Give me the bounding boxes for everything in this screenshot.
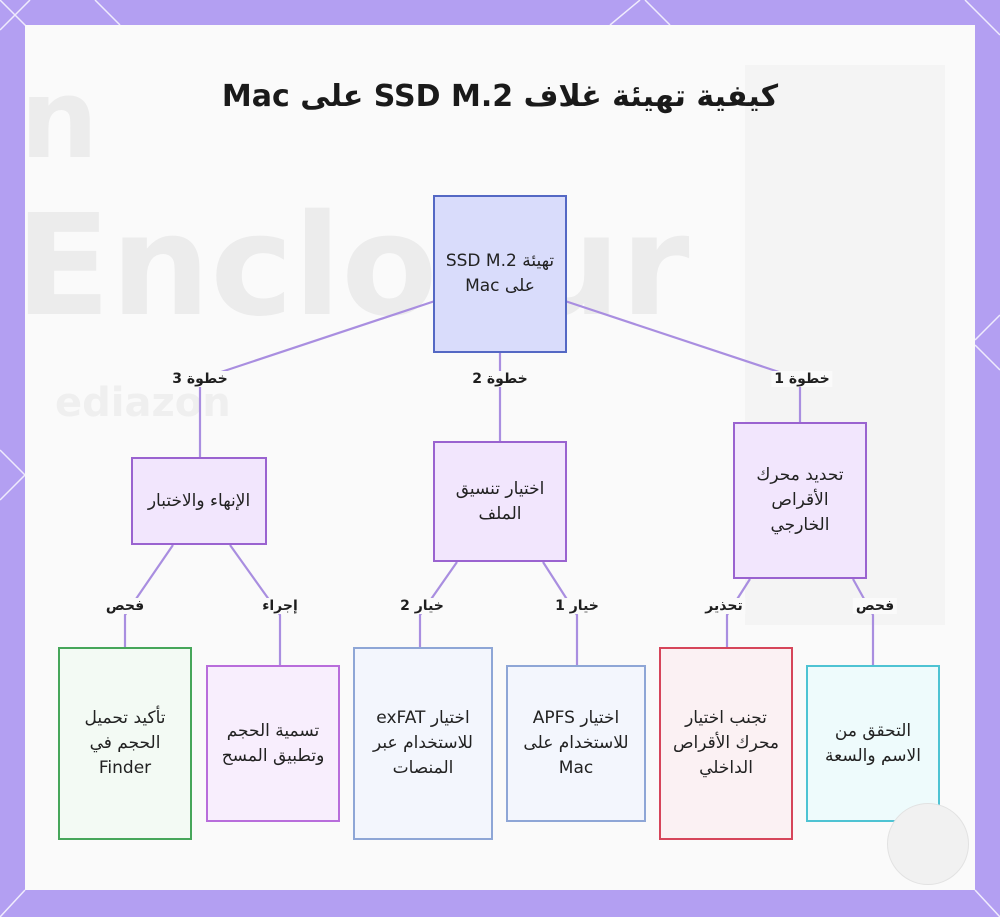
step3-action-label: تسمية الحجم وتطبيق المسح xyxy=(221,720,325,766)
edge-label-step1: خطوة 1 xyxy=(771,371,833,387)
step2-option2-label: اختيار exFAT للاستخدام عبر المنصات xyxy=(373,708,473,778)
edge-root-step1 xyxy=(564,299,802,422)
step3-action-node: تسمية الحجم وتطبيق المسح xyxy=(206,665,340,822)
background-watermark-text: Enclosur xyxy=(25,185,690,348)
step3-node: الإنهاء والاختبار xyxy=(131,457,267,545)
edge-root-step3 xyxy=(198,299,436,457)
step3-check-node: تأكيد تحميل الحجم في Finder xyxy=(58,647,192,840)
step2-option1-label: اختيار APFS للاستخدام على Mac xyxy=(523,708,629,778)
step1-node: تحديد محرك الأقراص الخارجي xyxy=(733,422,867,579)
step1-check-node: التحقق من الاسم والسعة xyxy=(806,665,940,822)
edge-step1-warn xyxy=(725,578,751,647)
edge-label-step1-check: فحص xyxy=(852,598,898,614)
edge-label-step3: خطوة 3 xyxy=(169,371,231,387)
step2-option2-node: اختيار exFAT للاستخدام عبر المنصات xyxy=(353,647,493,840)
edge-step1-check xyxy=(852,578,875,665)
root-node: تهيئة SSD M.2 على Mac xyxy=(433,195,567,353)
step2-option1-node: اختيار APFS للاستخدام على Mac xyxy=(506,665,646,822)
edge-label-option1: خيار 1 xyxy=(552,598,602,614)
edge-label-option2: خيار 2 xyxy=(397,598,447,614)
step2-node-label: اختيار تنسيق الملف xyxy=(455,478,545,524)
background-watermark-text: ediazon xyxy=(55,380,231,426)
edge-step2-opt1 xyxy=(542,561,579,665)
edge-label-step3-action: إجراء xyxy=(259,598,301,614)
edge-step3-act xyxy=(229,544,282,665)
step2-node: اختيار تنسيق الملف xyxy=(433,441,567,562)
step1-warning-node: تجنب اختيار محرك الأقراص الداخلي xyxy=(659,647,793,840)
step3-node-label: الإنهاء والاختبار xyxy=(147,490,251,511)
edge-label-warning: تحذير xyxy=(702,598,746,614)
diagram-card: n Enclosur ediazon كيفية تهيئة غلاف SSD … xyxy=(25,25,975,890)
step3-check-label: تأكيد تحميل الحجم في Finder xyxy=(84,708,166,778)
root-node-label: تهيئة SSD M.2 على Mac xyxy=(445,251,555,296)
diagram-title: كيفية تهيئة غلاف SSD M.2 على Mac xyxy=(221,79,779,114)
step1-node-label: تحديد محرك الأقراص الخارجي xyxy=(756,465,844,535)
brand-watermark-icon xyxy=(887,803,969,885)
edge-step2-opt2 xyxy=(418,561,458,647)
edge-label-step2: خطوة 2 xyxy=(469,371,531,387)
step1-warning-label: تجنب اختيار محرك الأقراص الداخلي xyxy=(672,708,780,778)
edge-step3-check xyxy=(123,544,174,647)
background-watermark-text: n xyxy=(25,55,99,183)
step1-check-label: التحقق من الاسم والسعة xyxy=(825,720,921,766)
edge-label-step3-check: فحص xyxy=(102,598,148,614)
